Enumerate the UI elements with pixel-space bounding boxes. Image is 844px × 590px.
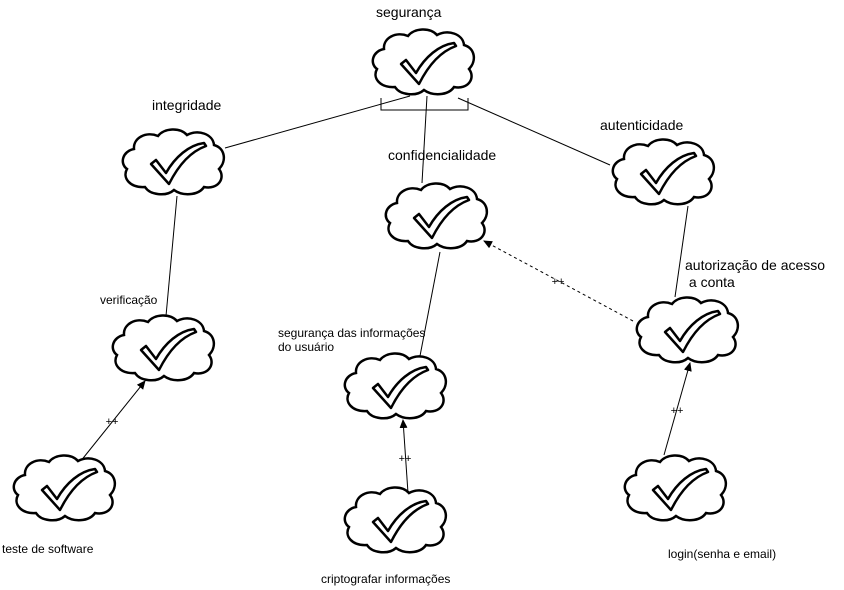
top-bracket <box>380 98 469 111</box>
edge-confidencialidade-to-seguranca_info <box>419 251 441 357</box>
cloud-node-seguranca-info <box>343 352 448 420</box>
cloud-node-teste <box>12 454 117 522</box>
label-criptografar: criptografar informações <box>321 572 451 586</box>
edge-integridade-to-verificacao <box>165 195 178 317</box>
label-autenticidade: autenticidade <box>600 117 684 133</box>
edge-autorizacao-to-confidencialidade <box>483 240 634 322</box>
edge-label-teste-to-verificacao: ++ <box>106 416 119 428</box>
edge-label-login-to-autorizacao: ++ <box>671 405 684 417</box>
label-confidencialidade: confidencialidade <box>388 147 497 163</box>
edge-criptografar-to-seguranca_info <box>399 419 409 494</box>
label-teste: teste de software <box>2 542 94 556</box>
cloud-node-verificacao <box>111 314 216 382</box>
cloud-node-login <box>623 454 728 522</box>
cloud-node-seguranca <box>371 28 476 96</box>
label-seguranca-info: segurança das informações do usuário <box>278 326 426 355</box>
edge-login-to-autorizacao <box>663 362 692 456</box>
label-integridade: integridade <box>152 97 222 113</box>
label-login: login(senha e email) <box>668 547 777 561</box>
edge-autenticidade-to-autorizacao <box>674 205 689 298</box>
label-autorizacao: autorização de acesso a conta <box>685 257 826 290</box>
cloud-node-criptografar <box>343 486 448 554</box>
edge-seguranca-to-confidencialidade <box>421 95 428 184</box>
edge-seguranca-to-integridade <box>224 95 411 149</box>
cloud-node-integridade <box>121 128 226 196</box>
edge-label-criptografar-to-seguranca_info: ++ <box>399 453 412 465</box>
cloud-node-confidencialidade <box>384 182 489 250</box>
nodes-layer <box>12 28 740 554</box>
edge-label-autorizacao-to-confidencialidade: ++ <box>552 276 565 288</box>
edge-seguranca-to-autenticidade <box>457 97 611 166</box>
cloud-node-autenticidade <box>611 138 716 206</box>
edges-layer: ++ ++ ++ ++ <box>79 95 692 494</box>
label-verificacao: verificação <box>100 293 158 307</box>
edge-teste-to-verificacao <box>79 380 146 463</box>
label-seguranca: segurança <box>376 4 442 20</box>
cloud-node-autorizacao <box>635 296 740 364</box>
